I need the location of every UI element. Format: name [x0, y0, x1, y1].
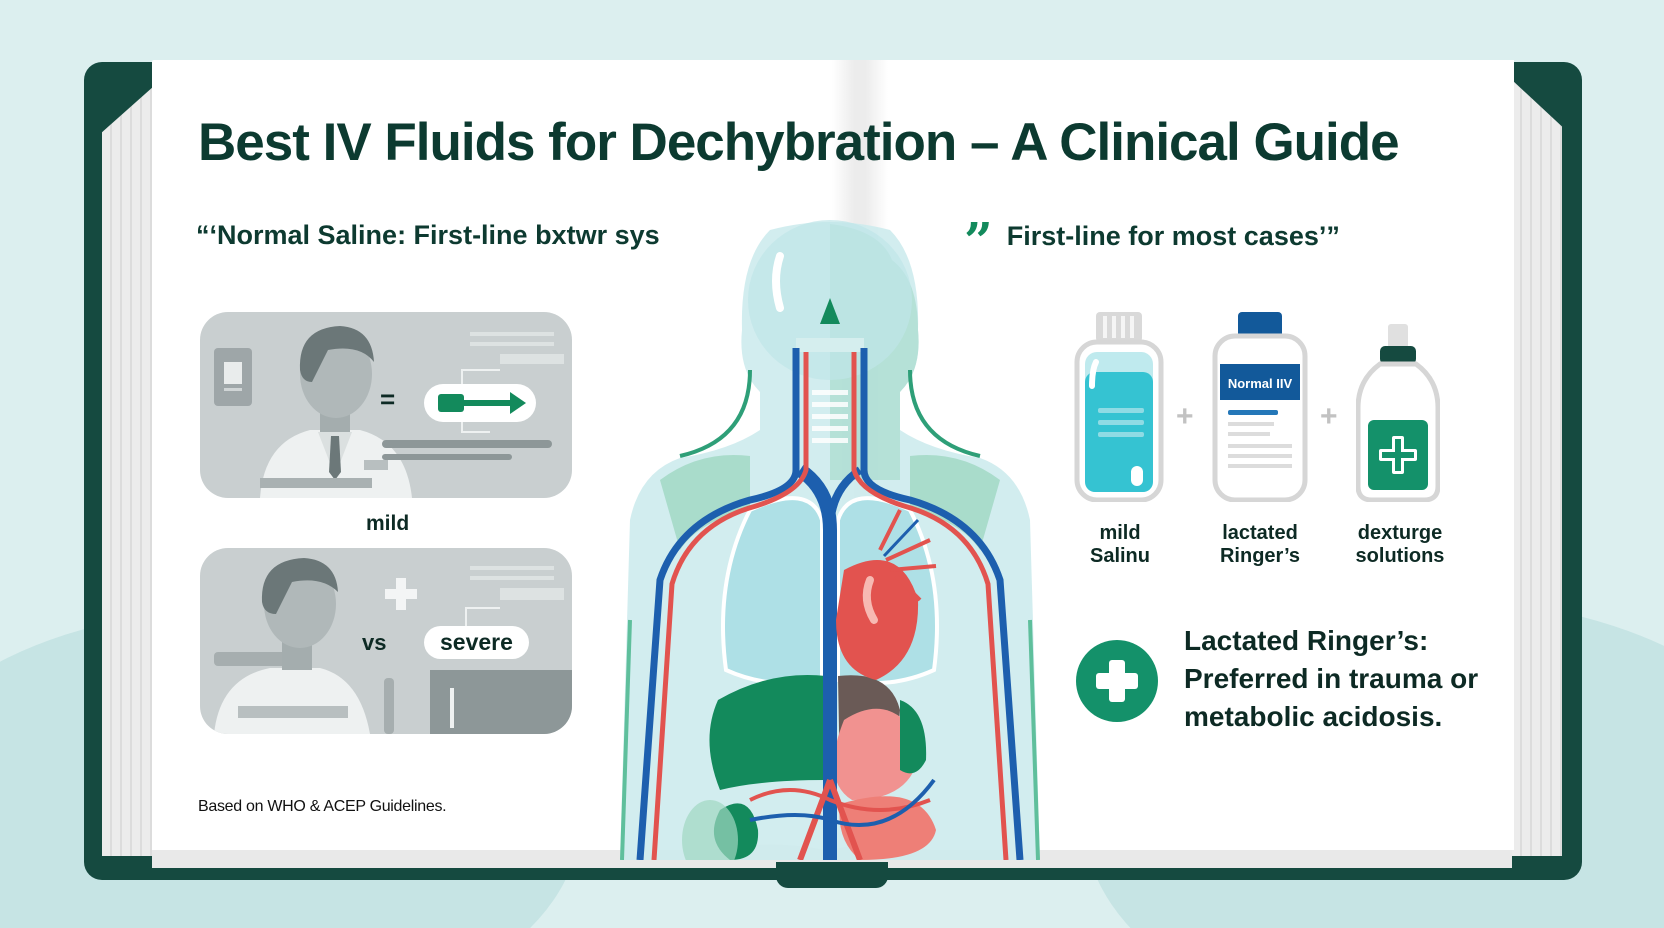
lactated-ringers-bottle-icon: Normal IIV [1212, 312, 1308, 502]
scenario-card-mild [200, 312, 572, 498]
book-spine [776, 862, 888, 888]
bottle-label-dextrose: dexturge solutions [1355, 522, 1445, 567]
book-page-edges-left [102, 86, 154, 856]
doctor-illustration-mild [214, 326, 564, 498]
callout-heading: Lactated Ringer’s: [1184, 625, 1429, 656]
doctor-illustration-severe [214, 558, 572, 734]
bottle-label-lactated-ringers: lactated Ringer’s [1219, 522, 1301, 567]
anatomy-circulation-illustration [620, 220, 1040, 860]
iv-line-arrow-icon [424, 384, 536, 422]
page-title: Best IV Fluids for Dechybration – A Clin… [198, 113, 1400, 172]
medical-cross-icon [1076, 640, 1158, 722]
scenario-label-mild: mild [366, 512, 410, 535]
versus-label: vs [362, 630, 387, 655]
bottle-banner-text: Normal IIV [1228, 376, 1293, 391]
book-page-edges-right [1512, 80, 1562, 856]
dextrose-bottle-icon [1356, 324, 1440, 502]
scenario-label-severe: severe [424, 626, 529, 659]
callout-line-2: metabolic acidosis. [1184, 701, 1443, 732]
bottle-label-saline: mild Salinu [1089, 522, 1150, 567]
callout-line-1: Preferred in trauma or [1184, 663, 1479, 694]
saline-bottle-icon [1074, 312, 1164, 502]
source-note: Based on WHO & ACEP Guidelines. [198, 798, 447, 815]
equals-sign: = [380, 384, 396, 414]
quote-first-line-text: First-line for most cases’” [1006, 220, 1340, 251]
quote-first-line: ” First-line for most cases’” [964, 216, 1340, 266]
lactated-ringers-callout: Lactated Ringer’s: Preferred in trauma o… [1184, 622, 1478, 736]
plus-icon: + [1176, 400, 1194, 433]
plus-icon: + [1320, 400, 1338, 433]
quote-normal-saline: “‘Normal Saline: First-line bxtwr sys [196, 220, 660, 250]
